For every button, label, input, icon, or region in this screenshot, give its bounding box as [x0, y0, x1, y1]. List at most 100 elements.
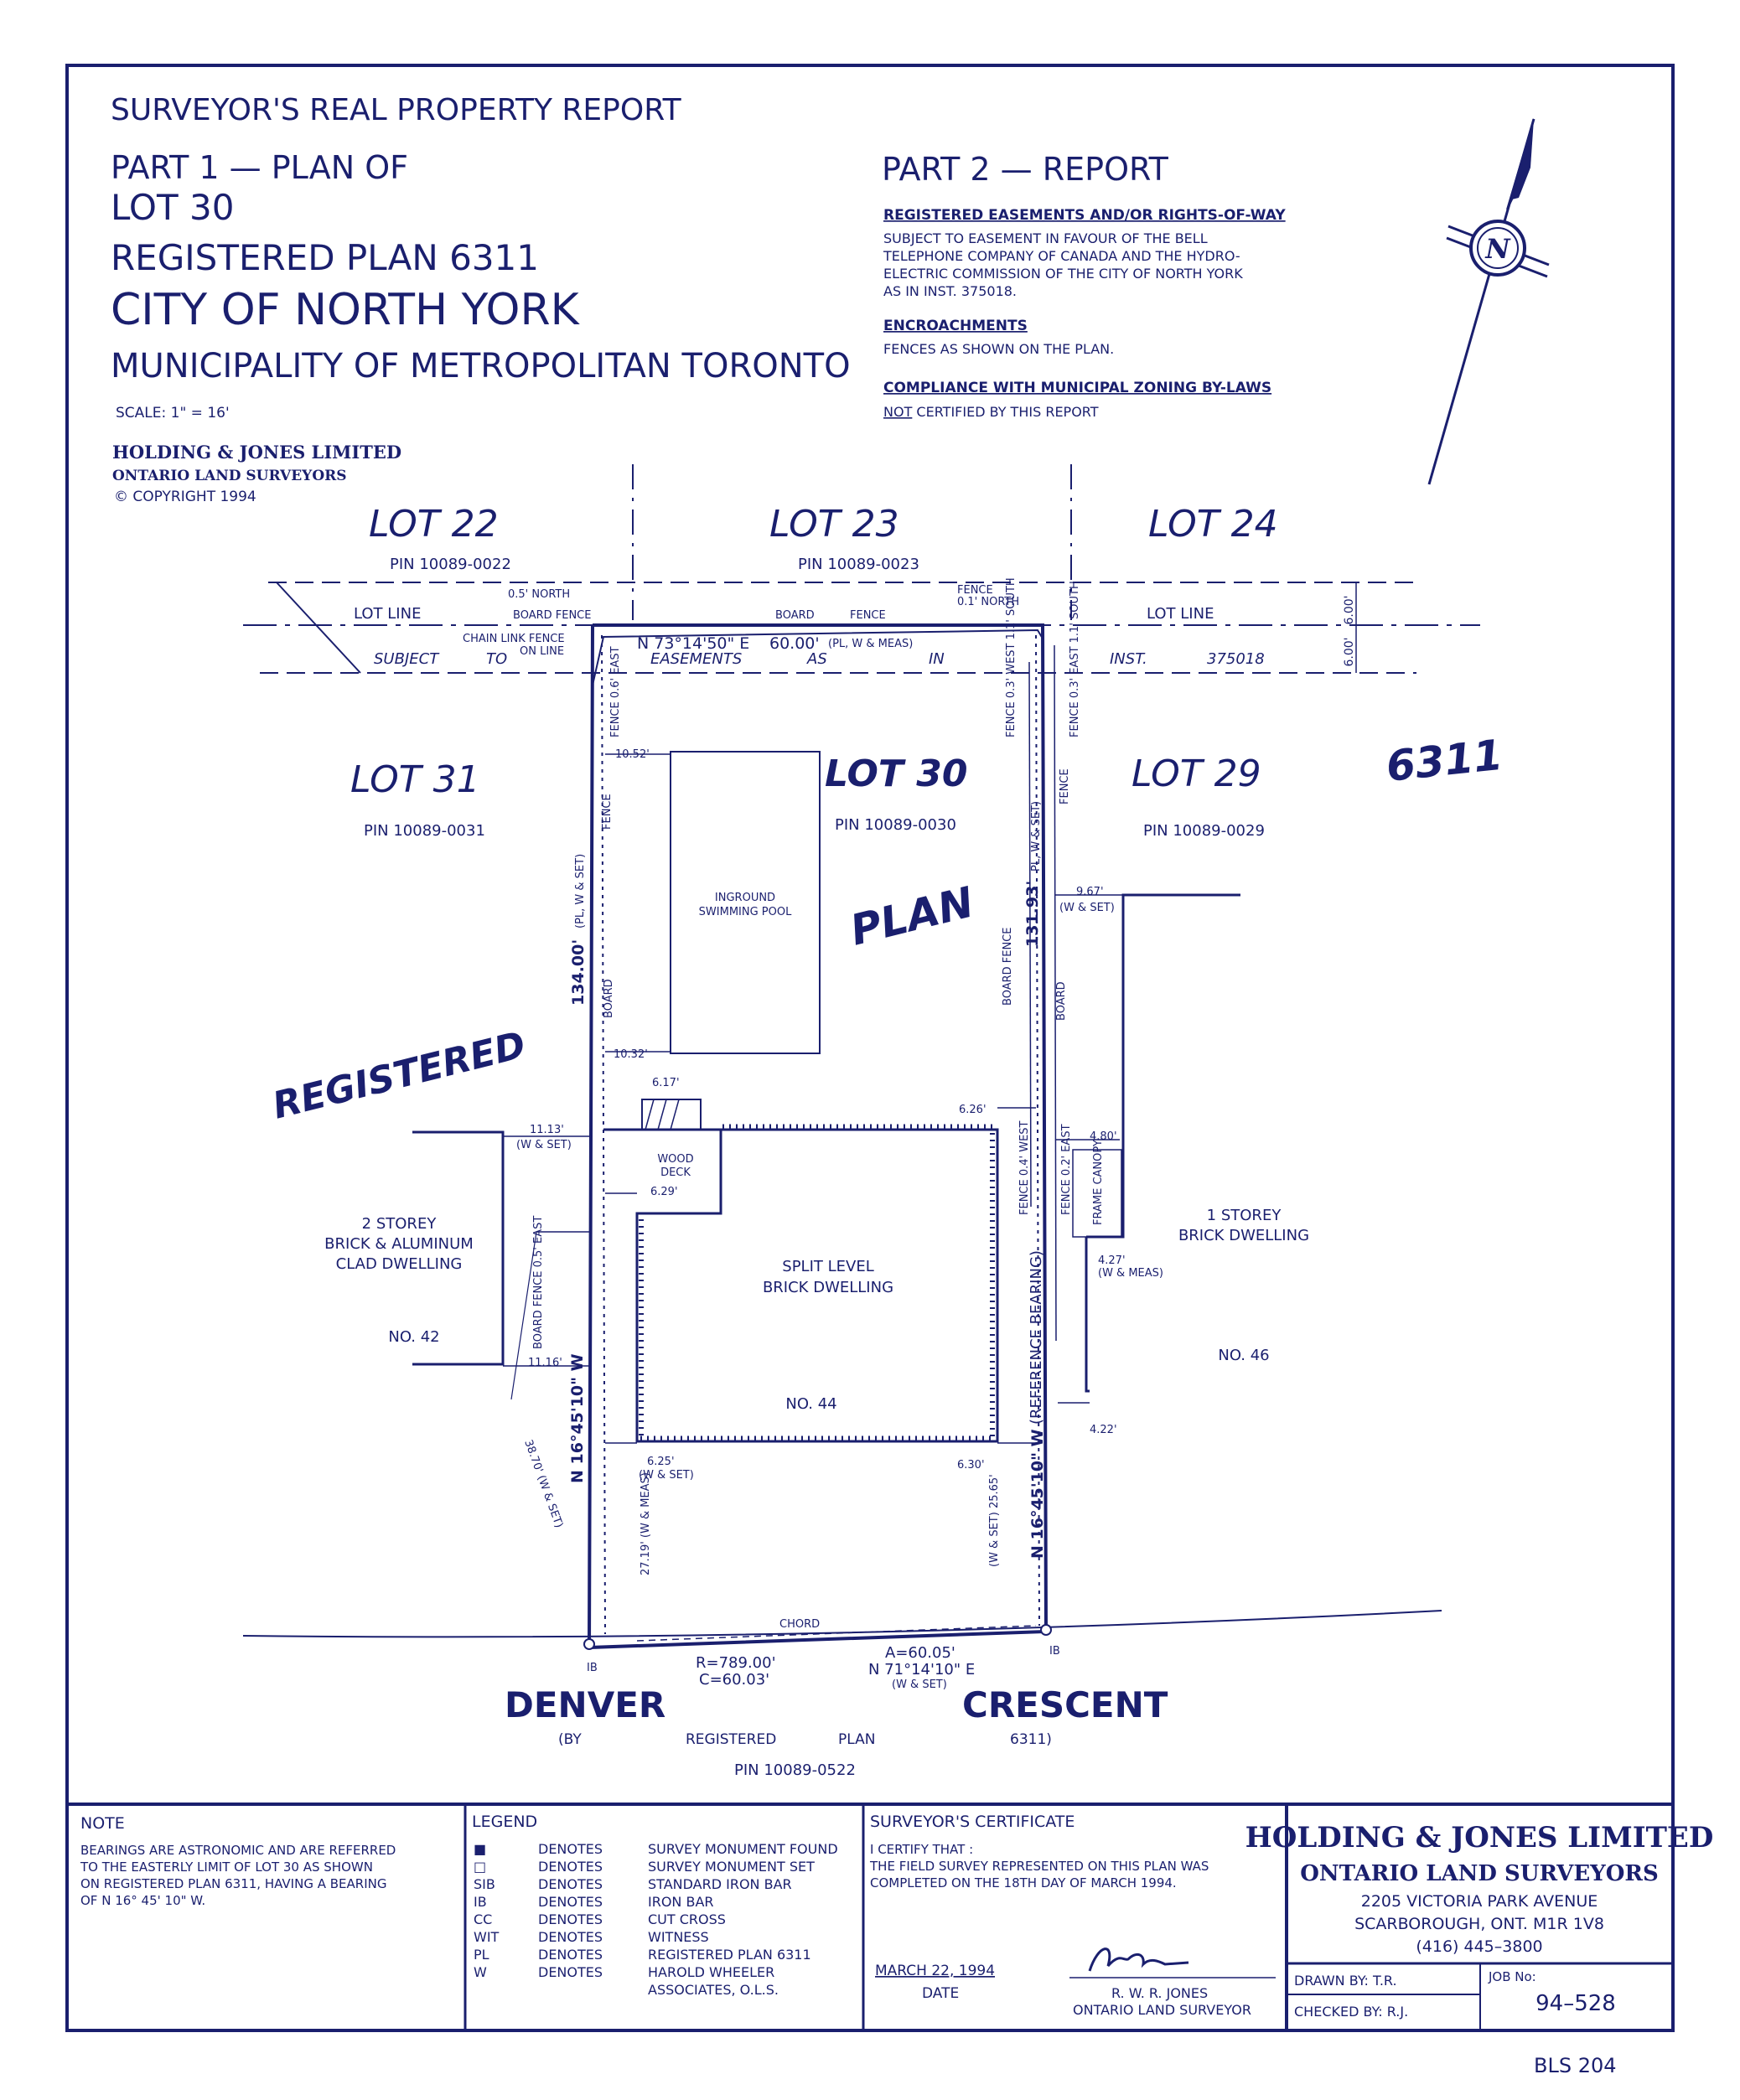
- north-compass-circle: [1469, 220, 1526, 277]
- dim-630: 6.30': [957, 1459, 985, 1472]
- west-length: 134.00': [569, 939, 588, 1006]
- rear-fence-line: [591, 628, 1043, 690]
- board-fence-05-east: BOARD FENCE 0.5' EAST: [532, 1216, 545, 1349]
- legend-desc-7: REGISTERED PLAN 6311: [648, 1947, 811, 1963]
- checked-by: CHECKED BY: R.J.: [1294, 2004, 1408, 2020]
- street-name-crescent: CRESCENT: [962, 1684, 1168, 1725]
- wood-deck-b: DECK: [660, 1166, 691, 1179]
- lot-24-label: LOT 24: [1148, 503, 1278, 546]
- titleblock-phone: (416) 445–3800: [1416, 1937, 1542, 1956]
- report-title: SURVEYOR'S REAL PROPERTY REPORT: [111, 93, 682, 127]
- east-fence-line-inner: [1028, 661, 1032, 1208]
- easement-dim-south: 6.00': [1343, 637, 1356, 666]
- job-label: JOB No:: [1488, 1969, 1536, 1984]
- legend-den-7: DENOTES: [538, 1947, 603, 1963]
- encroachments-heading: ENCROACHMENTS: [883, 318, 1028, 334]
- iron-bar-west: [583, 1638, 595, 1650]
- north-boundary-distance: 60.00': [769, 634, 820, 653]
- reference-bearing: (REFERENCE BEARING): [1028, 1250, 1045, 1425]
- left-house-b: BRICK & ALUMINUM: [324, 1235, 474, 1253]
- titleblock-firm: HOLDING & JONES LIMITED: [1245, 1821, 1714, 1854]
- fence-05-north: 0.5' NORTH: [508, 588, 570, 601]
- dim-1113-note: (W & SET): [516, 1139, 572, 1151]
- west-bearing: N 16°45'10" W: [568, 1353, 587, 1483]
- legend-sym-5: CC: [474, 1911, 492, 1927]
- on-line-label: ON LINE: [520, 645, 564, 658]
- easement-text-inst-no: 375018: [1207, 650, 1265, 668]
- dim-629: 6.29': [650, 1186, 678, 1198]
- legend-sym-7: PL: [474, 1947, 489, 1963]
- note-line-3: ON REGISTERED PLAN 6311, HAVING A BEARIN…: [80, 1876, 386, 1891]
- legend-den-8: DENOTES: [538, 1964, 603, 1980]
- east-fence-label: FENCE: [1059, 768, 1071, 804]
- header-firm: HOLDING & JONES LIMITED: [112, 442, 401, 463]
- legend-desc-1: SURVEY MONUMENT FOUND: [648, 1841, 838, 1857]
- note-line-2: TO THE EASTERLY LIMIT OF LOT 30 AS SHOWN: [80, 1859, 373, 1875]
- part2-label: PART 2 — REPORT: [882, 151, 1169, 188]
- note-line-4: OF N 16° 45' 10" W.: [80, 1893, 205, 1908]
- no-46: NO. 46: [1218, 1347, 1269, 1364]
- sheet-code: BLS 204: [1534, 2054, 1617, 2077]
- scale-label: SCALE: 1" = 16': [116, 405, 230, 422]
- job-number: 94–528: [1535, 1991, 1616, 2016]
- dim-967: 9.67': [1076, 886, 1104, 898]
- dim-1032: 10.32': [614, 1048, 648, 1061]
- dim-625-note: (W & SET): [639, 1469, 694, 1482]
- main-house-b: BRICK DWELLING: [763, 1279, 893, 1296]
- dim-2719: 27.19' (W & MEAS): [640, 1472, 652, 1575]
- drawn-by: DRAWN BY: T.R.: [1294, 1973, 1397, 1989]
- pool-label-b: SWIMMING POOL: [699, 906, 792, 918]
- lot-30-pin: PIN 10089-0030: [835, 816, 956, 834]
- easement-text-subject: SUBJECT: [374, 650, 440, 668]
- east-fence-line-outer: [1054, 644, 1057, 1342]
- legend-desc-5: CUT CROSS: [648, 1911, 726, 1927]
- certificate-line-3: COMPLETED ON THE 18TH DAY OF MARCH 1994.: [870, 1875, 1177, 1891]
- fence-04-west: FENCE 0.4' WEST: [1018, 1120, 1031, 1215]
- east-bearing: N 16°45'10" W: [1028, 1429, 1047, 1559]
- header-firm-sub: ONTARIO LAND SURVEYORS: [112, 468, 347, 484]
- rear-board-label: BOARD: [775, 609, 815, 622]
- encroachments-text: FENCES AS SHOWN ON THE PLAN.: [883, 341, 1114, 357]
- easements-line-1: SUBJECT TO EASEMENT IN FAVOUR OF THE BEL…: [883, 230, 1208, 246]
- chain-link-label: CHAIN LINK FENCE: [463, 633, 565, 645]
- easements-line-4: AS IN INST. 375018.: [883, 283, 1017, 299]
- handwritten-plan: PLAN: [846, 877, 979, 954]
- lot-30-label: LOT 30: [825, 753, 967, 795]
- no-42: NO. 42: [388, 1328, 439, 1346]
- lot-number: LOT 30: [111, 187, 234, 228]
- west-length-note: (PL, W & SET): [574, 854, 587, 928]
- fence-03-west: FENCE 0.3' WEST 1.1' SOUTH: [1005, 577, 1018, 737]
- legend-den-4: DENOTES: [538, 1894, 603, 1910]
- main-house-outline: [603, 1128, 999, 1443]
- legend-sym-4: IB: [474, 1894, 487, 1910]
- street-pin: PIN 10089-0522: [734, 1761, 856, 1779]
- north-letter: N: [1484, 233, 1511, 265]
- plan-drawing: LOT 22 PIN 10089-0022 LOT 23 PIN 10089-0…: [242, 464, 1505, 1779]
- easements-line-2: TELEPHONE COMPANY OF CANADA AND THE HYDR…: [883, 248, 1240, 264]
- sheet-border: [65, 64, 1675, 2032]
- easements-line-3: ELECTRIC COMMISSION OF THE CITY OF NORTH…: [883, 266, 1243, 282]
- east-board-fence: BOARD FENCE: [1002, 928, 1014, 1006]
- lot-30-boundary: [587, 623, 1049, 1650]
- city-name: CITY OF NORTH YORK: [111, 285, 581, 335]
- legend-sym-1: ■: [474, 1841, 486, 1857]
- report-block: PART 2 — REPORT REGISTERED EASEMENTS AND…: [882, 151, 1286, 420]
- legend-last-line: ASSOCIATES, O.L.S.: [648, 1982, 779, 1998]
- legend-sym-2: □: [474, 1859, 486, 1875]
- easement-dim-north: 6.00': [1343, 595, 1356, 624]
- steps: [641, 1099, 702, 1130]
- fence-01-north-b: 0.1' NORTH: [957, 596, 1019, 608]
- no-44: NO. 44: [785, 1395, 836, 1413]
- dim-625: 6.25': [647, 1456, 675, 1468]
- lot-line-right: LOT LINE: [1147, 605, 1214, 623]
- lot-29-label: LOT 29: [1132, 753, 1261, 795]
- dim-617: 6.17': [652, 1077, 680, 1089]
- zoning-not: NOT: [883, 404, 913, 420]
- lot-22-label: LOT 22: [369, 503, 499, 546]
- right-house-a: 1 STOREY: [1207, 1207, 1282, 1224]
- certificate-date-label: DATE: [922, 1985, 959, 2002]
- legend-den-5: DENOTES: [538, 1911, 603, 1927]
- lot-29-house-outline: [1086, 893, 1240, 1239]
- lot-31-pin: PIN 10089-0031: [364, 822, 485, 840]
- curve-chord: C=60.03': [699, 1671, 769, 1689]
